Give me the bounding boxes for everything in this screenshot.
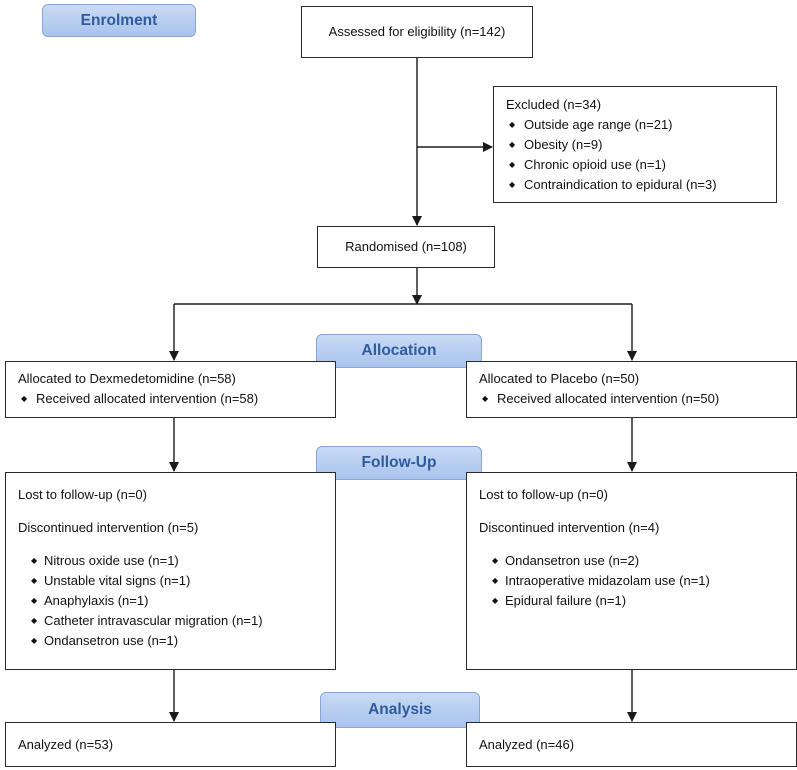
allocation-right-title: Allocated to Placebo (n=50): [479, 371, 640, 386]
allocation-dexmedetomidine-box: Allocated to Dexmedetomidine (n=58) Rece…: [5, 361, 336, 418]
randomised-text: Randomised (n=108): [345, 239, 467, 254]
stage-label-analysis: Analysis: [320, 692, 480, 728]
allocation-left-title: Allocated to Dexmedetomidine (n=58): [18, 371, 236, 386]
followup-left-list: Nitrous oxide use (n=1) Unstable vital s…: [18, 551, 323, 651]
allocation-placebo-box: Allocated to Placebo (n=50) Received all…: [466, 361, 797, 418]
analysis-left-text: Analyzed (n=53): [18, 737, 114, 752]
analysis-right-text: Analyzed (n=46): [479, 737, 575, 752]
followup-left-discontinued: Discontinued intervention (n=5): [18, 520, 199, 535]
list-item: Epidural failure (n=1): [479, 591, 784, 611]
stage-label-allocation: Allocation: [316, 334, 482, 368]
list-item: Unstable vital signs (n=1): [18, 571, 323, 591]
list-item: Chronic opioid use (n=1): [506, 155, 764, 175]
list-item: Nitrous oxide use (n=1): [18, 551, 323, 571]
analysis-dexmedetomidine-box: Analyzed (n=53): [5, 722, 336, 767]
followup-left-lost: Lost to follow-up (n=0): [18, 487, 147, 502]
allocation-right-list: Received allocated intervention (n=50): [479, 389, 784, 409]
list-item: Intraoperative midazolam use (n=1): [479, 571, 784, 591]
list-item: Contraindication to epidural (n=3): [506, 175, 764, 195]
assessed-text: Assessed for eligibility (n=142): [328, 24, 506, 39]
excluded-list: Outside age range (n=21) Obesity (n=9) C…: [506, 115, 764, 195]
followup-placebo-box: Lost to follow-up (n=0) Discontinued int…: [466, 472, 797, 670]
list-item: Catheter intravascular migration (n=1): [18, 611, 323, 631]
list-item: Received allocated intervention (n=50): [479, 389, 784, 409]
followup-right-list: Ondansetron use (n=2) Intraoperative mid…: [479, 551, 784, 611]
randomised-box: Randomised (n=108): [317, 226, 495, 268]
assessed-box: Assessed for eligibility (n=142): [301, 6, 533, 58]
list-item: Obesity (n=9): [506, 135, 764, 155]
list-item: Anaphylaxis (n=1): [18, 591, 323, 611]
stage-label-enrolment: Enrolment: [42, 4, 196, 37]
followup-right-discontinued: Discontinued intervention (n=4): [479, 520, 660, 535]
allocation-left-list: Received allocated intervention (n=58): [18, 389, 323, 409]
excluded-box: Excluded (n=34) Outside age range (n=21)…: [493, 86, 777, 203]
followup-right-lost: Lost to follow-up (n=0): [479, 487, 608, 502]
excluded-title: Excluded (n=34): [506, 97, 602, 112]
stage-label-follow-up: Follow-Up: [316, 446, 482, 480]
list-item: Ondansetron use (n=2): [479, 551, 784, 571]
list-item: Ondansetron use (n=1): [18, 631, 323, 651]
followup-dexmedetomidine-box: Lost to follow-up (n=0) Discontinued int…: [5, 472, 336, 670]
list-item: Outside age range (n=21): [506, 115, 764, 135]
list-item: Received allocated intervention (n=58): [18, 389, 323, 409]
analysis-placebo-box: Analyzed (n=46): [466, 722, 797, 767]
